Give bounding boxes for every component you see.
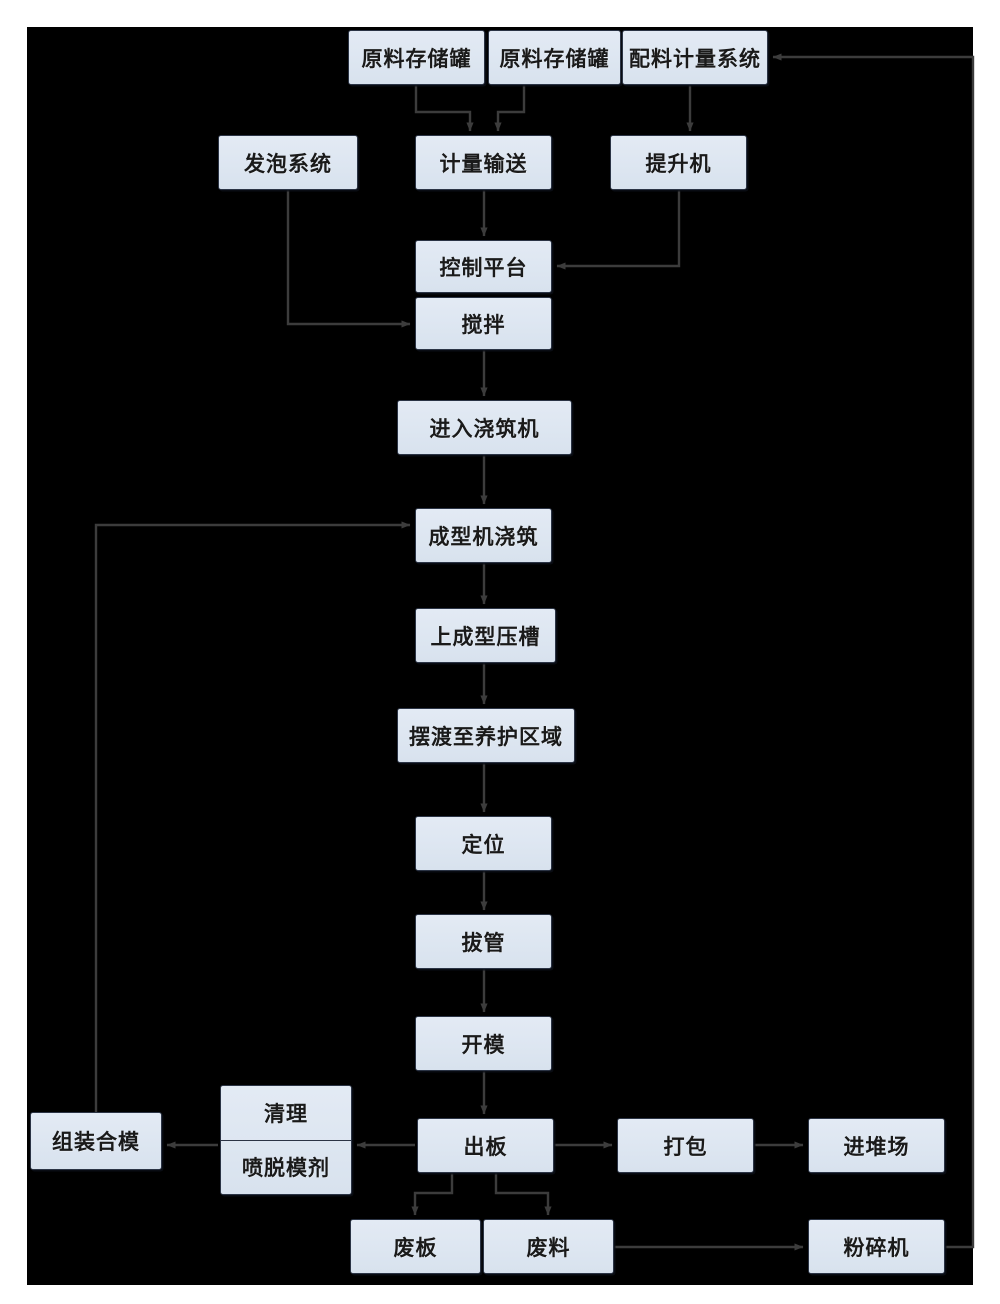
node-label: 粉碎机	[843, 1235, 910, 1260]
node-label: 废料	[526, 1235, 571, 1260]
node-board-output[interactable]: 出板	[417, 1118, 554, 1173]
node-label: 打包	[663, 1134, 708, 1159]
node-label: 成型机浇筑	[428, 524, 539, 549]
node-label: 搅拌	[461, 312, 506, 337]
node-label: 废板	[393, 1235, 438, 1260]
node-label: 配料计量系统	[629, 46, 761, 71]
node-forming-machine-casting[interactable]: 成型机浇筑	[415, 508, 552, 563]
node-raw-tank-2[interactable]: 原料存储罐	[488, 30, 621, 85]
node-metering-conveying[interactable]: 计量输送	[415, 135, 552, 190]
node-ferry-to-curing-area[interactable]: 摆渡至养护区域	[397, 708, 575, 763]
node-label: 开模	[461, 1032, 506, 1057]
node-elevator[interactable]: 提升机	[610, 135, 747, 190]
node-label: 拔管	[461, 930, 506, 955]
node-waste-material[interactable]: 废料	[483, 1219, 614, 1274]
node-batch-metering-system[interactable]: 配料计量系统	[622, 30, 768, 85]
node-label: 喷脱模剂	[242, 1156, 330, 1181]
node-label: 原料存储罐	[361, 46, 472, 71]
node-packing[interactable]: 打包	[617, 1118, 754, 1173]
node-waste-board[interactable]: 废板	[350, 1219, 481, 1274]
node-open-mold[interactable]: 开模	[415, 1016, 552, 1071]
node-pull-pipe[interactable]: 拔管	[415, 914, 552, 969]
node-label: 组装合模	[52, 1130, 140, 1154]
node-foaming-system[interactable]: 发泡系统	[218, 135, 358, 190]
node-assemble-mold[interactable]: 组装合模	[30, 1112, 162, 1170]
node-mixing[interactable]: 搅拌	[415, 297, 552, 350]
node-label: 定位	[461, 832, 506, 857]
node-segment-clean: 清理	[221, 1086, 351, 1140]
node-label: 发泡系统	[244, 151, 332, 176]
node-positioning[interactable]: 定位	[415, 816, 552, 871]
node-label: 摆渡至养护区域	[409, 724, 563, 749]
node-label: 提升机	[645, 151, 712, 176]
node-label: 计量输送	[439, 151, 528, 176]
node-label: 进入浇筑机	[429, 416, 540, 441]
node-segment-spray-release-agent: 喷脱模剂	[221, 1139, 351, 1195]
node-label: 原料存储罐	[499, 46, 610, 71]
node-enter-casting-machine[interactable]: 进入浇筑机	[397, 400, 572, 455]
node-label: 上成型压槽	[430, 624, 541, 649]
node-raw-tank-1[interactable]: 原料存储罐	[348, 30, 485, 85]
node-clean-and-spray-release-agent[interactable]: 清理 喷脱模剂	[220, 1085, 352, 1195]
node-label: 进堆场	[843, 1134, 910, 1159]
node-control-platform[interactable]: 控制平台	[415, 240, 552, 293]
node-crusher[interactable]: 粉碎机	[808, 1219, 945, 1274]
node-label: 控制平台	[439, 255, 528, 280]
node-label: 清理	[264, 1101, 308, 1126]
node-enter-stockyard[interactable]: 进堆场	[808, 1118, 945, 1173]
node-upper-forming-press-groove[interactable]: 上成型压槽	[415, 608, 556, 663]
node-label: 出板	[463, 1134, 508, 1159]
